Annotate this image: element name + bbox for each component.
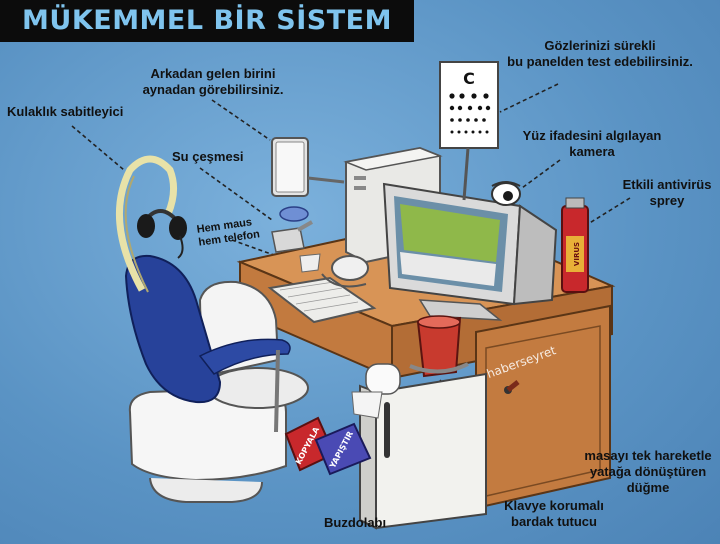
mouse-phone: [321, 255, 369, 288]
label-camera-line1: Yüz ifadesini algılayan: [522, 128, 662, 143]
monitor: [382, 182, 558, 321]
spray-brand-text: VIRUS: [573, 242, 581, 266]
label-bed-button-line2: yatağa dönüştüren: [589, 464, 707, 479]
label-eye-chart-line2: bu panelden test edebilirsiniz.: [507, 54, 693, 69]
label-eye-chart-line1: Gözlerinizi sürekli: [544, 38, 656, 53]
label-refrigerator: Buzdolabı: [324, 515, 387, 530]
refrigerator: [359, 372, 487, 530]
label-bed-button-group: masayı tek hareketle yatağa dönüştüren d…: [578, 448, 718, 496]
paste-pedal: YAPIŞTIR: [314, 422, 372, 476]
label-cup-holder-group: Klavye korumalı bardak tutucu: [494, 498, 614, 530]
label-antivirus-group: Etkili antivirüs sprey: [614, 177, 720, 209]
eye-chart: C: [439, 61, 499, 201]
water-fountain: [271, 206, 321, 273]
antivirus-spray: VIRUS: [561, 197, 589, 293]
headphone-holder: [115, 155, 187, 293]
label-antivirus-line1: Etkili antivirüs: [622, 177, 712, 192]
label-camera-group: Yüz ifadesini algılayan kamera: [512, 128, 672, 160]
label-antivirus-line2: sprey: [649, 193, 685, 208]
title-bar: [0, 0, 414, 42]
label-headphone-holder: Kulaklık sabitleyici: [7, 104, 124, 119]
label-cup-holder-line2: bardak tutucu: [511, 514, 597, 529]
page-title: MÜKEMMEL BİR SİSTEM: [22, 5, 392, 36]
label-bed-button-line3: düğme: [626, 480, 670, 495]
chair-back: [124, 254, 291, 433]
label-eye-chart-group: Gözlerinizi sürekli bu panelden test ede…: [500, 38, 700, 70]
keyboard: [267, 276, 377, 324]
label-mirror-line2: aynadan görebilirsiniz.: [142, 82, 284, 97]
label-cup-holder-line1: Klavye korumalı: [504, 498, 604, 513]
svg-text:C: C: [463, 69, 475, 88]
cup-holder: [409, 315, 469, 378]
mirror: [271, 137, 345, 197]
face-camera: [491, 181, 521, 206]
label-water-fountain: Su çeşmesi: [172, 149, 244, 164]
toilet-paper: [351, 363, 401, 419]
label-bed-button-line1: masayı tek hareketle: [584, 448, 712, 463]
label-mirror-group: Arkadan gelen birini aynadan görebilirsi…: [138, 66, 288, 98]
label-camera-line2: kamera: [569, 144, 615, 159]
label-mirror-line1: Arkadan gelen birini: [150, 66, 276, 81]
